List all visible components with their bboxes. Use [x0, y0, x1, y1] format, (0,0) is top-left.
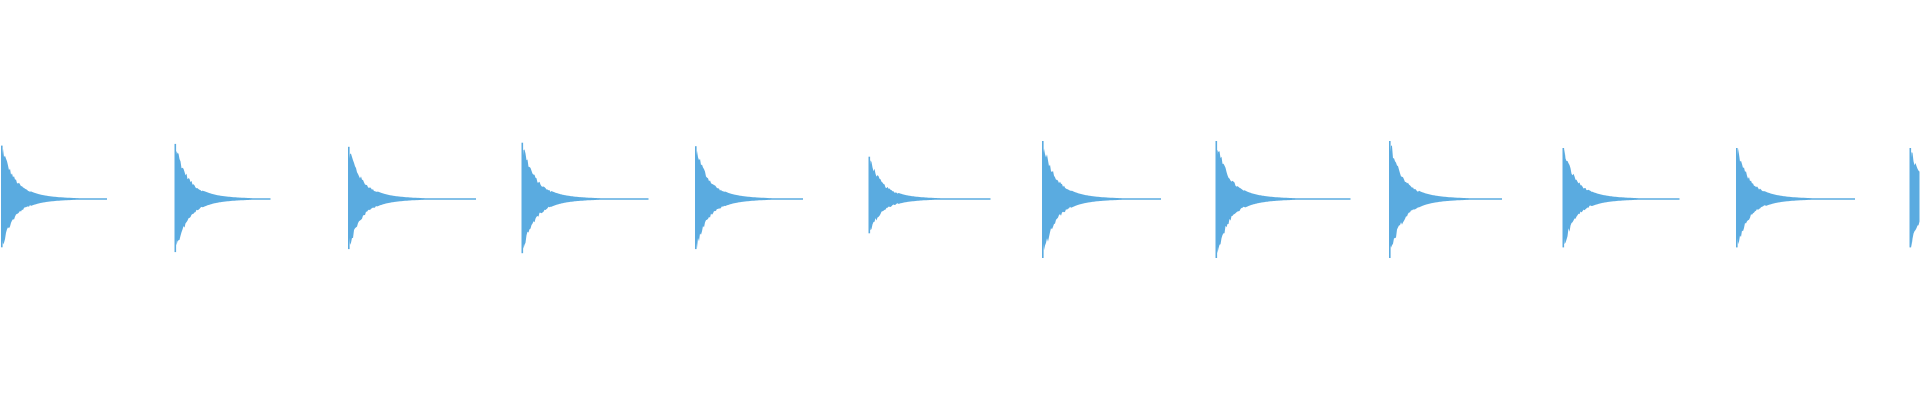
waveform-pulse: [1, 148, 107, 245]
waveform-pulse: [1389, 145, 1502, 248]
waveform-pulse-onset: [1736, 148, 1738, 248]
waveform-pulse-onset: [1562, 148, 1565, 248]
waveform-pulse-onset: [1, 145, 3, 248]
waveform-pulse-onset: [695, 146, 697, 250]
waveform-pulse: [695, 150, 803, 249]
waveform-pulse-onset: [1042, 141, 1044, 258]
waveform-pulse: [1042, 148, 1161, 251]
waveform-pulse-onset: [174, 143, 177, 253]
waveform-pulse-onset: [1909, 148, 1912, 248]
waveform-pulse: [868, 160, 991, 231]
waveform-pulse: [1736, 148, 1855, 245]
waveform-pulse: [174, 151, 271, 246]
waveform-pulse-onset: [1389, 141, 1391, 258]
waveform-pulse: [521, 149, 649, 249]
waveform-pulse: [348, 153, 476, 245]
waveform-pulse-onset: [521, 142, 524, 254]
waveform-pulse: [1909, 152, 1920, 248]
waveform-pulse: [1562, 149, 1680, 244]
waveform-pulse: [1215, 149, 1351, 254]
waveform-pulse-onset: [348, 146, 350, 250]
waveform-pulse-onset: [868, 156, 871, 234]
waveform-pulse-onset: [1215, 141, 1218, 258]
